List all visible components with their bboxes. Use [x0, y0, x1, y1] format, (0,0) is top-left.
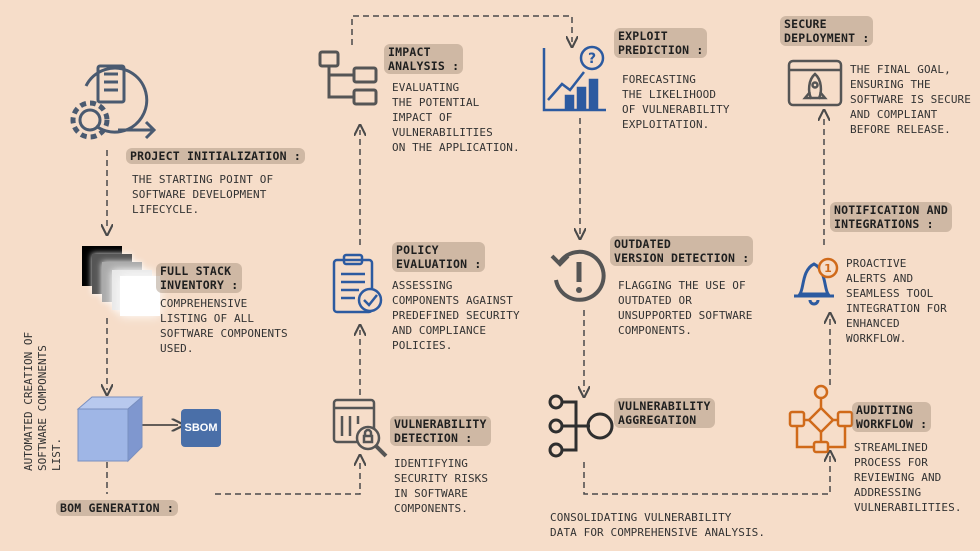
arrow-impact-to-exploit — [351, 15, 572, 45]
side-note-line: Automated creation of — [22, 331, 35, 471]
side-note: Automated creation of software component… — [22, 321, 64, 471]
arrow-bom-to-vuln-detect — [215, 460, 360, 495]
impact-title: Impact analysis : — [384, 44, 464, 74]
audit-title: Auditing workflow : — [852, 402, 932, 432]
notify-desc: Proactive alerts and seamless tool integ… — [846, 257, 947, 345]
vuln-agg-title: Vulnerability aggregation — [614, 398, 715, 428]
exploit-desc: Forecasting the likelihood of vulnerabil… — [622, 73, 730, 131]
policy-title: Policy Evaluation : — [392, 242, 486, 272]
vuln-detect-title: Vulnerability Detection : — [390, 416, 491, 446]
rocket-window-icon — [787, 59, 843, 107]
svg-text:?: ? — [588, 51, 596, 67]
impact-desc: evaluating the potential impact of vulne… — [392, 81, 520, 154]
policy-desc: Assessing components against predefined … — [392, 279, 520, 352]
project-gear-icon — [70, 64, 157, 140]
bell-notification-icon: 1 — [794, 257, 839, 306]
full-stack-title: Full stack inventory : — [156, 263, 243, 293]
side-note-line: list. — [50, 437, 63, 471]
chart-question-icon: ? — [542, 45, 606, 112]
hierarchy-icon — [318, 50, 378, 106]
aggregation-nodes-icon — [548, 394, 614, 458]
outdated-desc: Flagging the use of outdated or unsuppor… — [618, 279, 753, 337]
bell-badge-count: 1 — [824, 262, 832, 275]
notify-title: Notification and integrations : — [830, 202, 952, 232]
history-alert-icon — [550, 249, 606, 302]
arrow-agg-to-audit — [583, 456, 830, 495]
side-note-line: software components — [36, 345, 49, 471]
secure-desc: The final goal, ensuring the software is… — [850, 63, 972, 136]
vuln-agg-desc: Consolidating vulnerability data for com… — [550, 511, 766, 539]
exploit-title: Exploit prediction : — [614, 28, 708, 58]
project-init-desc: The starting point of software developme… — [132, 173, 274, 216]
project-init-title: Project Initialization : — [126, 148, 305, 164]
sbom-badge: SBOM — [181, 409, 221, 447]
vuln-detect-desc: Identifying security risks in software c… — [394, 457, 489, 515]
audit-desc: Streamlined process for reviewing and ad… — [854, 441, 962, 514]
workflow-icon — [788, 384, 854, 454]
bom-generation-title: BOM generation : — [56, 500, 178, 516]
building-magnifier-icon — [332, 398, 388, 458]
clipboard-check-icon — [332, 253, 383, 314]
full-stack-desc: Comprehensive listing of all software co… — [160, 297, 288, 355]
bom-cube-icon — [76, 395, 144, 463]
secure-title: Secure deployment : — [780, 16, 874, 46]
outdated-title: Outdated version detection : — [610, 236, 754, 266]
